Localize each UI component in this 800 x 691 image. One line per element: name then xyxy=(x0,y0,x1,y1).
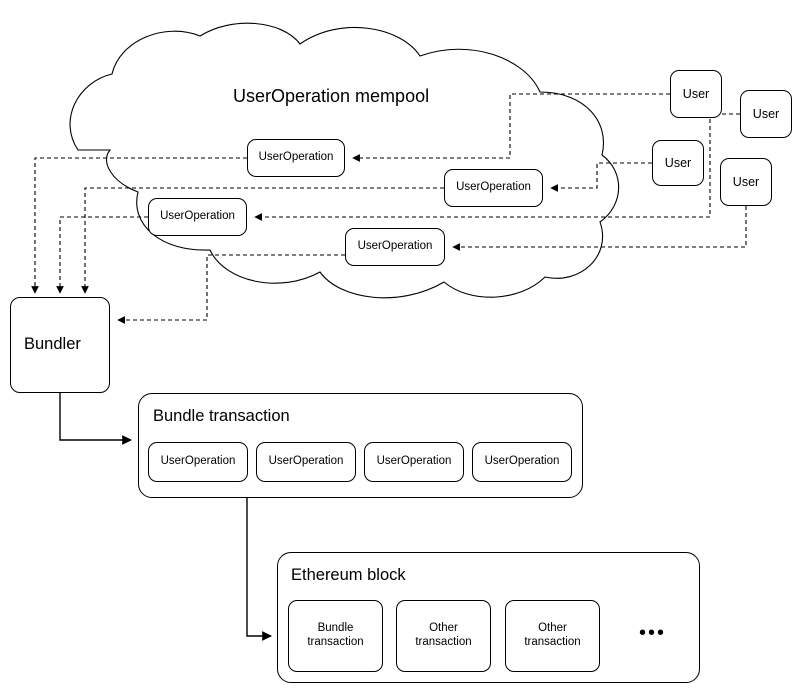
wire-bundler-to-bundle-transaction xyxy=(59,393,132,445)
bundle-userop-4-label: UserOperation xyxy=(484,455,560,468)
user-node-4[interactable]: User xyxy=(720,158,772,206)
mempool-userop-2-label: UserOperation xyxy=(456,181,531,194)
bundle-transaction-title: Bundle transaction xyxy=(153,407,290,425)
wire-user3-to-userop2 xyxy=(550,162,652,192)
block-transaction-1-line1: Bundle xyxy=(317,622,354,635)
mempool-userop-1[interactable]: UserOperation xyxy=(247,139,345,177)
block-transaction-1[interactable]: Bundle transaction xyxy=(288,600,383,672)
block-transaction-3-line2: transaction xyxy=(524,636,581,648)
user-node-1-label: User xyxy=(682,86,710,101)
mempool-title: UserOperation mempool xyxy=(233,86,430,106)
user-node-2-label: User xyxy=(752,106,780,121)
mempool-userop-3-label: UserOperation xyxy=(160,210,235,223)
user-node-2[interactable]: User xyxy=(740,90,792,138)
mempool-userop-4-label: UserOperation xyxy=(357,240,433,253)
bundle-userop-3[interactable]: UserOperation xyxy=(364,442,464,482)
bundle-userop-1-label: UserOperation xyxy=(160,455,236,468)
user-node-4-label: User xyxy=(732,174,760,189)
block-transaction-2[interactable]: Other transaction xyxy=(396,600,491,672)
bundle-userop-1[interactable]: UserOperation xyxy=(148,442,248,482)
mempool-userop-1-label: UserOperation xyxy=(258,151,334,164)
bundle-userop-2-label: UserOperation xyxy=(268,455,344,468)
wire-userop3-to-bundler xyxy=(56,216,148,294)
mempool-userop-3[interactable]: UserOperation xyxy=(148,198,247,236)
wire-bundle-transaction-to-block xyxy=(246,498,272,641)
block-transaction-3-line1: Other xyxy=(538,622,567,635)
bundler-node[interactable]: Bundler xyxy=(10,297,110,393)
block-transaction-1-line2: transaction xyxy=(307,636,364,648)
wire-userop4-to-bundler xyxy=(117,254,345,324)
user-node-3-label: User xyxy=(664,155,692,170)
user-node-3[interactable]: User xyxy=(652,140,704,186)
bundle-userop-4[interactable]: UserOperation xyxy=(472,442,572,482)
bundle-userop-3-label: UserOperation xyxy=(376,455,452,468)
user-node-1[interactable]: User xyxy=(670,70,722,118)
block-more-transactions-ellipsis: ••• xyxy=(639,622,667,644)
mempool-userop-4[interactable]: UserOperation xyxy=(345,228,445,266)
block-transaction-2-line1: Other xyxy=(429,622,458,635)
block-transaction-2-line2: transaction xyxy=(415,636,472,648)
bundler-label: Bundler xyxy=(24,335,81,354)
ethereum-block-title: Ethereum block xyxy=(291,566,406,584)
mempool-userop-2[interactable]: UserOperation xyxy=(444,169,543,207)
bundle-userop-2[interactable]: UserOperation xyxy=(256,442,356,482)
wire-user4-to-userop4 xyxy=(452,206,747,251)
block-transaction-3[interactable]: Other transaction xyxy=(505,600,600,672)
